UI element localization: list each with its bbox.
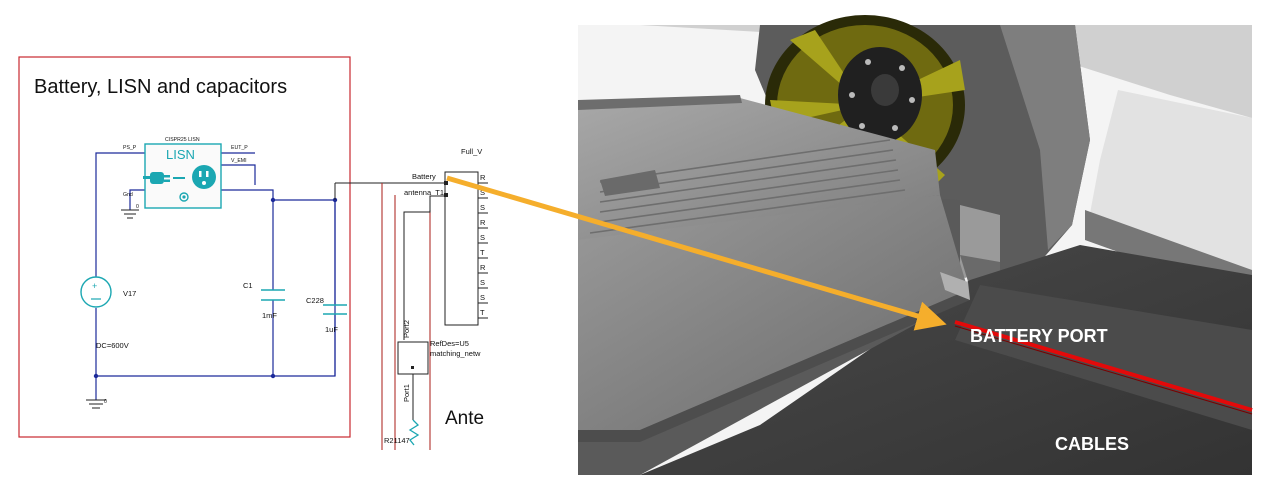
source-name: V17 — [123, 289, 136, 298]
vehicle-block: Full_V Battery antenna_T1 R S S R S T R … — [403, 147, 488, 340]
floor-lighter-band — [955, 285, 1252, 430]
junction-dots — [93, 197, 338, 379]
svg-text:+: + — [92, 281, 97, 291]
c1-name: C1 — [243, 281, 253, 290]
block-pin: S — [480, 233, 485, 242]
capacitor-c1: C1 1mF — [243, 281, 285, 320]
lisn-part-name: CISPR25 LISN — [165, 137, 200, 143]
lisn-pin-eut: EUT_P — [231, 145, 248, 151]
source-symbol — [80, 276, 112, 308]
block-pin: T — [480, 248, 485, 257]
block-pin: S — [480, 278, 485, 287]
plug-icon — [143, 172, 170, 184]
schematic-clip-right — [491, 140, 578, 450]
battery-box — [578, 95, 970, 475]
source-value: DC=600V — [96, 341, 129, 350]
block-pin: R — [480, 218, 486, 227]
c228-value: 1uF — [325, 325, 338, 334]
matching-port-bottom: Port1 — [402, 384, 411, 402]
ground-label: 0 — [104, 399, 107, 405]
schematic: Battery, LISN and capacitors CISPR25 LIS… — [18, 56, 488, 450]
lisn-pin-gnd: Gnd — [123, 192, 133, 198]
c228-name: C228 — [306, 296, 324, 305]
block-body — [444, 171, 479, 326]
block-pin: S — [480, 188, 485, 197]
battery-port-label: BATTERY PORT — [970, 326, 1108, 346]
antenna-text: Ante — [445, 408, 484, 429]
matching-port-top: Port2 — [402, 320, 411, 338]
battery-cable-shadow — [954, 325, 1253, 415]
c1-value: 1mF — [262, 311, 277, 320]
box-handle — [600, 170, 660, 196]
hub-bolts — [849, 59, 915, 131]
red-traces — [381, 183, 431, 450]
hub-cap — [871, 74, 899, 106]
lisn-title: LISN — [166, 147, 195, 162]
matching-refdes: RefDes=U5 — [430, 339, 469, 348]
resistor-zigzag — [408, 419, 420, 446]
block-title: Full_V — [461, 147, 482, 156]
box-top-lip — [578, 95, 742, 110]
resistor-label: R21147 — [384, 436, 410, 445]
resistor: R21147 — [384, 419, 420, 446]
block-pin: R — [480, 173, 486, 182]
block-pin: S — [480, 293, 485, 302]
wires — [95, 152, 336, 400]
block-port-antenna: antenna_T1 — [404, 188, 444, 197]
lisn-knob-icon — [179, 192, 189, 202]
block-pin: R — [480, 263, 486, 272]
render-3d-scene: BATTERY PORT CABLES — [578, 15, 1253, 475]
box-ribs — [589, 139, 906, 234]
group-frame — [18, 56, 351, 438]
capacitor-c228: C228 1uF — [306, 296, 347, 334]
matching-name: matching_netw — [430, 349, 481, 358]
tire-tread-highlight — [1000, 25, 1090, 250]
housing-top-panel — [640, 25, 1252, 118]
box-corner-block — [940, 272, 970, 300]
box-front-face — [578, 195, 968, 430]
lisn-ground-symbol — [121, 209, 139, 219]
block-pin: T — [480, 308, 485, 317]
matching-body — [397, 341, 429, 375]
battery-cable — [954, 320, 1253, 412]
block-pin: S — [480, 203, 485, 212]
floor — [640, 245, 1252, 475]
group-title: Battery, LISN and capacitors — [34, 76, 287, 98]
lisn-pin-ps: PS_P — [123, 145, 137, 151]
outlet-icon — [192, 165, 216, 189]
matching-network: Port2 Port1 RefDes=U5 matching_netw — [397, 320, 481, 420]
lisn-pin-emi: V_EMI — [231, 158, 247, 164]
ground-symbol — [86, 399, 106, 409]
voltage-source: + V17 DC=600V — [80, 276, 136, 350]
lisn-component: CISPR25 LISN LISN PS_P EUT_P V_EMI Gnd — [121, 137, 248, 219]
cables-label: CABLES — [1055, 434, 1129, 454]
block-port-battery: Battery — [412, 172, 436, 181]
battery-mapping-arrow — [446, 175, 947, 331]
block-pins: R S S R S T R S S T — [480, 173, 486, 317]
lisn-gnd-value: 0 — [136, 204, 139, 210]
